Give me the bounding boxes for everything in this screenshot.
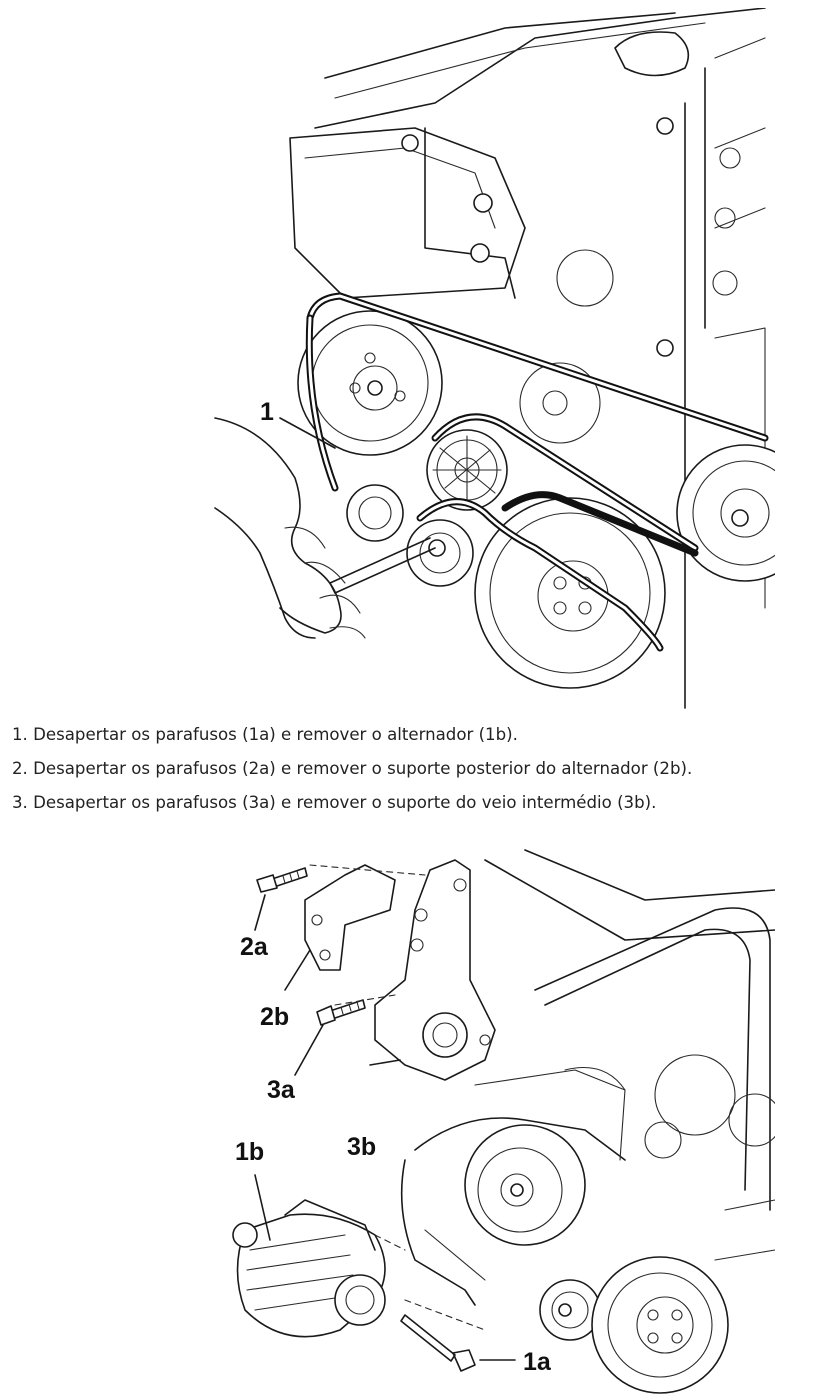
step-text: Desapertar os parafusos (1a) e remover o… xyxy=(33,725,518,744)
label-part-1b: 1b xyxy=(235,1138,264,1166)
label-part-1a: 1a xyxy=(523,1348,552,1376)
step-number: 3. xyxy=(12,793,28,812)
instruction-step-3: 3. Desapertar os parafusos (3a) e remove… xyxy=(0,786,831,820)
step-number: 2. xyxy=(12,759,28,778)
instruction-list: 1. Desapertar os parafusos (1a) e remove… xyxy=(0,718,831,820)
label-part-2b: 2b xyxy=(260,1003,289,1031)
label-part-3a: 3a xyxy=(267,1076,296,1104)
label-part-3b: 3b xyxy=(347,1133,376,1161)
instruction-step-2: 2. Desapertar os parafusos (2a) e remove… xyxy=(0,752,831,786)
label-part-1: 1 xyxy=(260,398,274,426)
step-text: Desapertar os parafusos (3a) e remover o… xyxy=(33,793,657,812)
step-text: Desapertar os parafusos (2a) e remover o… xyxy=(33,759,693,778)
label-part-2a: 2a xyxy=(240,933,269,961)
belt-removal-illustration: 1 xyxy=(205,8,775,716)
instruction-step-1: 1. Desapertar os parafusos (1a) e remove… xyxy=(0,718,831,752)
step-number: 1. xyxy=(12,725,28,744)
oil-filler-cap xyxy=(614,31,690,77)
alternator-exploded-illustration: 2a 2b 3a 3b 1b 1a xyxy=(225,830,775,1395)
